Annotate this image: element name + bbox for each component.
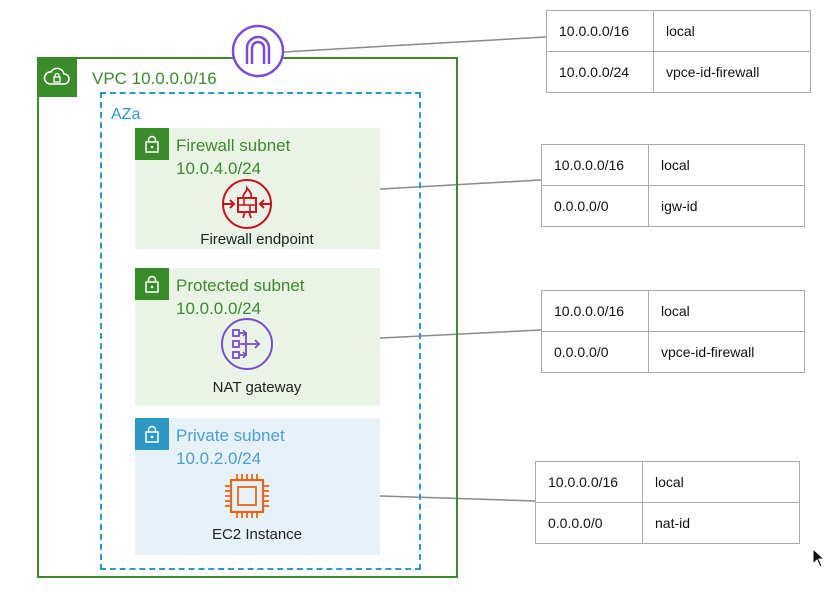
connector-protected-subnet-to-rt3 — [379, 329, 542, 339]
subnet-cidr: 10.0.0.0/24 — [176, 299, 262, 318]
availability-zone — [100, 92, 421, 570]
subnet-name: Firewall subnet — [176, 136, 291, 155]
subnet-cidr: 10.0.2.0/24 — [176, 449, 262, 468]
internet-gateway-icon — [231, 24, 285, 78]
route-destination: 0.0.0.0/0 — [535, 502, 643, 544]
vpc-cloud-lock-icon — [37, 57, 77, 97]
nat-gateway-icon — [221, 318, 273, 370]
route-target: local — [648, 290, 805, 332]
firewall-endpoint-icon — [222, 179, 272, 229]
protected-subnet: Protected subnet 10.0.0.0/24 NAT gateway — [135, 268, 380, 406]
route-table-igw: 10.0.0.0/16 local 10.0.0.0/24 vpce-id-fi… — [546, 10, 811, 93]
route-target: vpce-id-firewall — [653, 51, 811, 93]
subnet-name: Protected subnet — [176, 276, 305, 295]
route-destination: 10.0.0.0/24 — [546, 51, 654, 93]
connector-fw-subnet-to-rt2 — [379, 179, 542, 190]
lock-icon — [135, 418, 169, 450]
table-row: 10.0.0.0/16 local — [546, 10, 811, 52]
table-row: 10.0.0.0/24 vpce-id-firewall — [546, 51, 811, 93]
route-target: igw-id — [648, 185, 805, 227]
table-row: 0.0.0.0/0 vpce-id-firewall — [541, 331, 805, 373]
route-destination: 10.0.0.0/16 — [535, 461, 643, 503]
route-target: local — [642, 461, 800, 503]
route-target: local — [653, 10, 811, 52]
route-table-firewall-subnet: 10.0.0.0/16 local 0.0.0.0/0 igw-id — [541, 144, 805, 227]
ec2-instance-label: EC2 Instance — [211, 526, 303, 543]
mouse-cursor-icon — [812, 548, 826, 568]
table-row: 0.0.0.0/0 nat-id — [535, 502, 800, 544]
firewall-endpoint-label: Firewall endpoint — [200, 231, 314, 248]
ec2-instance-icon — [225, 474, 269, 518]
table-row: 10.0.0.0/16 local — [541, 144, 805, 186]
table-row: 10.0.0.0/16 local — [535, 461, 800, 503]
route-table-private-subnet: 10.0.0.0/16 local 0.0.0.0/0 nat-id — [535, 461, 800, 544]
private-subnet: Private subnet 10.0.2.0/24 EC2 Instance — [135, 418, 380, 555]
firewall-subnet: Firewall subnet 10.0.4.0/24 Firewall end… — [135, 128, 380, 249]
lock-icon — [135, 128, 169, 160]
route-destination: 10.0.0.0/16 — [546, 10, 654, 52]
route-target: nat-id — [642, 502, 800, 544]
lock-icon — [135, 268, 169, 300]
vpc-label: VPC 10.0.0.0/16 — [92, 69, 217, 88]
route-target: local — [648, 144, 805, 186]
route-table-protected-subnet: 10.0.0.0/16 local 0.0.0.0/0 vpce-id-fire… — [541, 290, 805, 373]
nat-gateway-label: NAT gateway — [212, 379, 302, 396]
route-destination: 10.0.0.0/16 — [541, 290, 649, 332]
route-target: vpce-id-firewall — [648, 331, 805, 373]
availability-zone-label: AZa — [111, 106, 141, 123]
table-row: 0.0.0.0/0 igw-id — [541, 185, 805, 227]
subnet-name: Private subnet — [176, 426, 285, 445]
route-destination: 0.0.0.0/0 — [541, 185, 649, 227]
route-destination: 0.0.0.0/0 — [541, 331, 649, 373]
table-row: 10.0.0.0/16 local — [541, 290, 805, 332]
subnet-cidr: 10.0.4.0/24 — [176, 159, 262, 178]
connector-igw-to-rt1 — [282, 36, 547, 53]
route-destination: 10.0.0.0/16 — [541, 144, 649, 186]
